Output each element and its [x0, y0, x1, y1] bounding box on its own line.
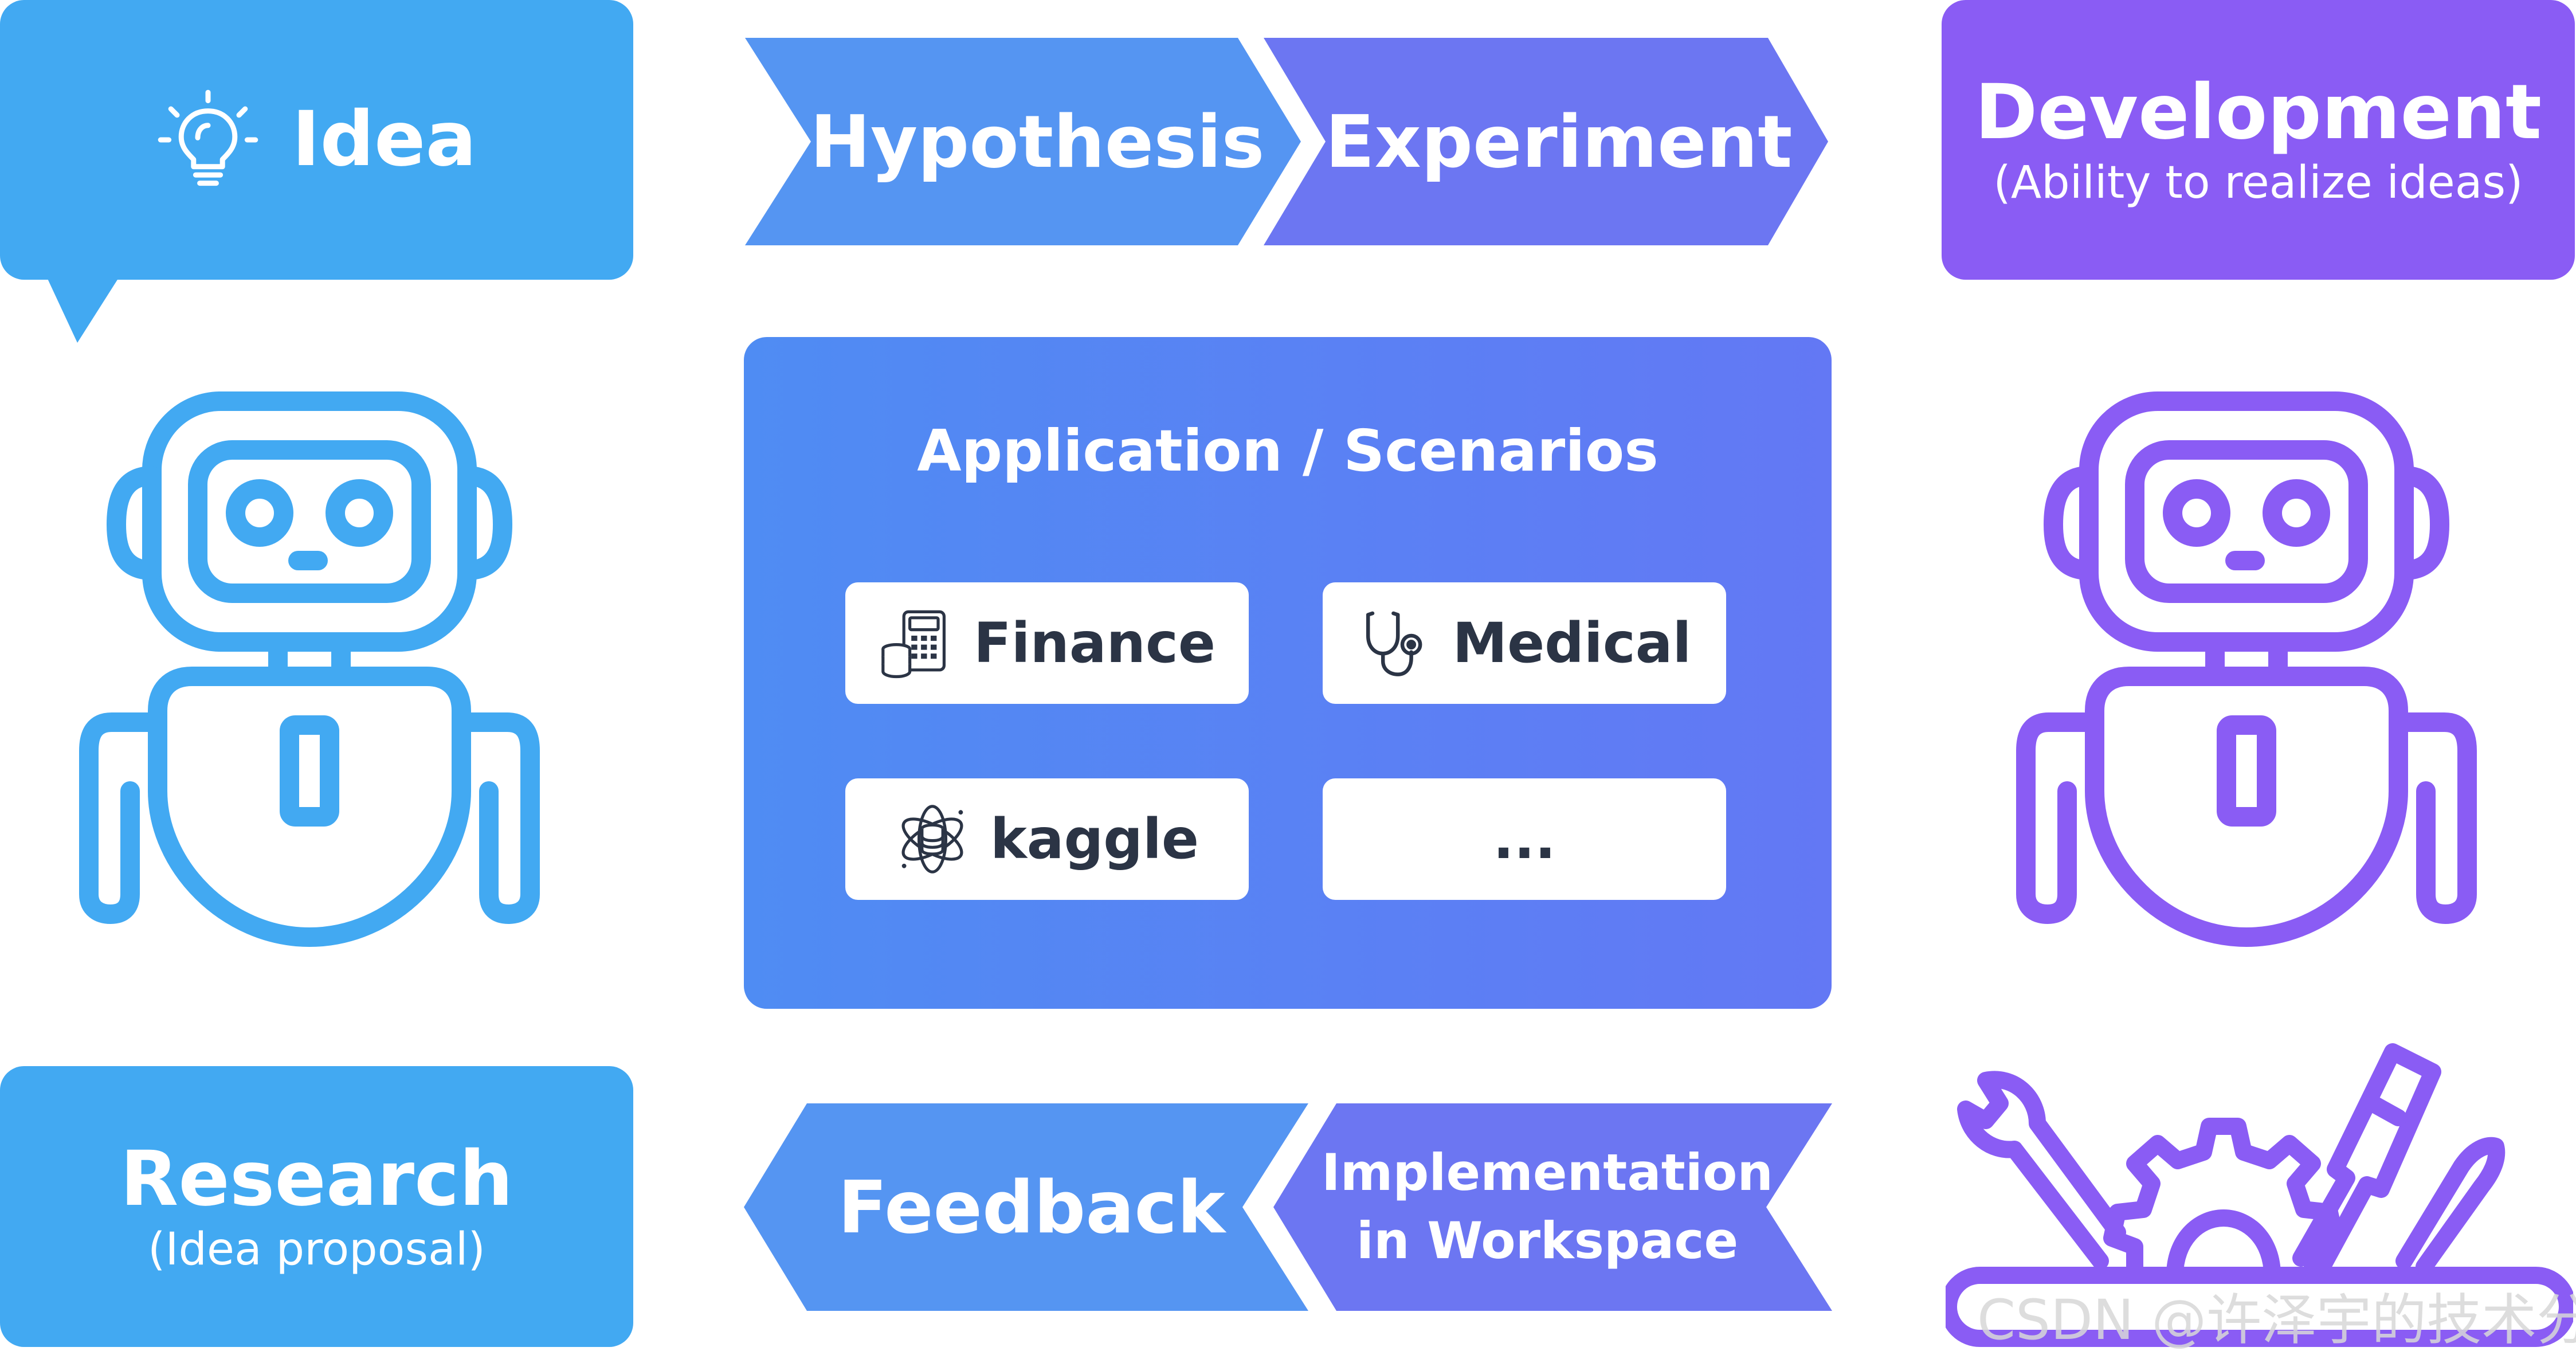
research-box: Research (Idea proposal) [0, 1066, 633, 1347]
card-more[interactable]: ... [1323, 778, 1726, 900]
idea-speech-tail [46, 275, 120, 343]
card-kaggle-label: kaggle [990, 807, 1199, 871]
card-medical-label: Medical [1452, 611, 1692, 675]
panel-title: Application / Scenarios [917, 417, 1658, 484]
implementation-line-1: Implementation [1321, 1143, 1774, 1203]
feedback-arrow [744, 1103, 1308, 1311]
development-box: Development (Ability to realize ideas) [1942, 0, 2575, 280]
card-finance-label: Finance [974, 611, 1216, 675]
tools-gear-icon [1946, 1043, 2573, 1347]
experiment-arrow [1264, 38, 1828, 245]
application-panel: Application / Scenarios Finance [744, 337, 1832, 1009]
stethoscope-icon [1366, 611, 1422, 676]
development-subtitle: (Ability to realize ideas) [1993, 157, 2523, 209]
watermark-text: CSDN @许泽宇的技术分享 [1977, 1288, 2576, 1352]
development-title: Development [1974, 68, 2542, 157]
research-subtitle: (Idea proposal) [148, 1224, 485, 1276]
implementation-line-2: in Workspace [1356, 1211, 1739, 1270]
experiment-label: Experiment [1325, 99, 1793, 184]
idea-box: Idea [0, 0, 633, 280]
card-more-label: ... [1493, 807, 1556, 871]
implementation-label: Implementation in Workspace [1322, 1103, 1773, 1311]
card-finance[interactable]: Finance [845, 582, 1249, 704]
hypothesis-arrow [745, 38, 1301, 245]
calculator-coins-icon [881, 610, 946, 679]
lightbulb-icon [158, 89, 258, 186]
implementation-arrow [1273, 1103, 1832, 1311]
feedback-label: Feedback [838, 1165, 1225, 1250]
hypothesis-label: Hypothesis [810, 99, 1265, 184]
card-kaggle[interactable]: kaggle [845, 778, 1249, 900]
card-medical[interactable]: Medical [1323, 582, 1726, 704]
robot-right-icon [2016, 391, 2477, 947]
database-atom-icon [901, 805, 963, 874]
robot-left-icon [79, 391, 540, 947]
idea-label: Idea [292, 95, 477, 184]
research-title: Research [120, 1135, 513, 1224]
